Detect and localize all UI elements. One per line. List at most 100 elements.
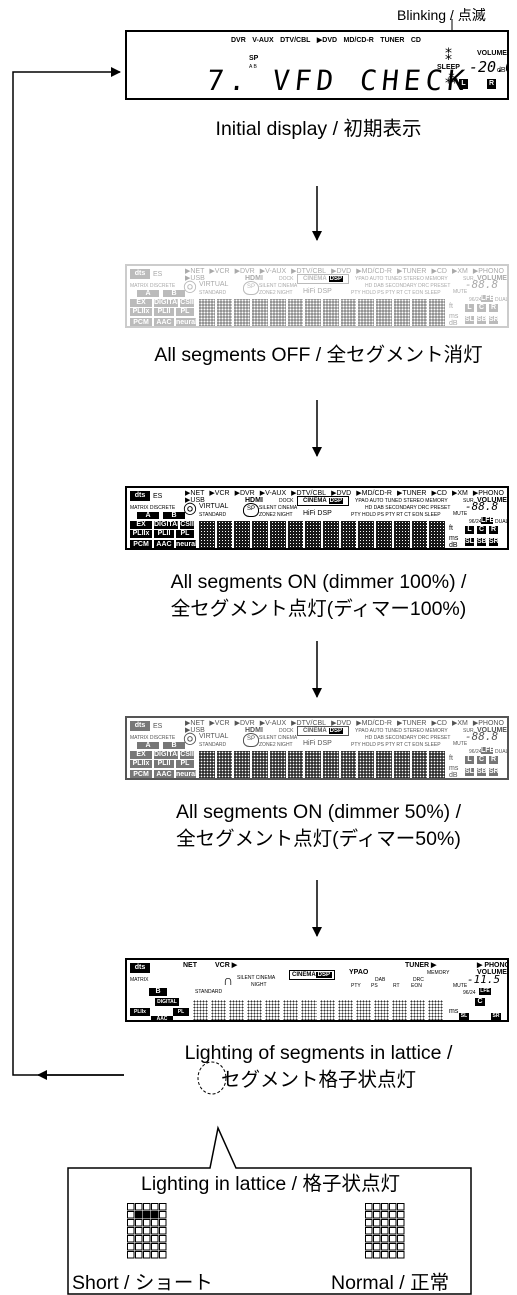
- off-mute-label: MUTE: [453, 289, 468, 295]
- lattice-dot: [397, 1243, 405, 1251]
- on50-char-cells: [199, 751, 446, 778]
- lattice-dot: [127, 1203, 135, 1211]
- lattice-dot: [397, 1211, 405, 1219]
- on100-char-cell: [323, 521, 339, 548]
- lattice-tuner: TUNER ▶: [405, 962, 437, 969]
- lattice-dot: [143, 1235, 151, 1243]
- lattice-dot: [151, 1211, 159, 1219]
- on100-hd-line: HD DAB SECONDARY DRC PRESET: [365, 505, 451, 511]
- lattice-dot: [159, 1227, 167, 1235]
- on100-db-label: dB: [449, 542, 458, 549]
- off-char-cell: [429, 299, 446, 326]
- lattice-dot: [373, 1251, 381, 1259]
- off-db-label: dB: [449, 320, 458, 327]
- on50-char-cell: [216, 751, 233, 778]
- on50-char-cell: [393, 751, 410, 778]
- on100-char-cell: [393, 521, 410, 548]
- on50-char-cell: [305, 751, 322, 778]
- on50-standard-label: STANDARD: [199, 742, 227, 748]
- lattice-phono: ▶ PHONO: [477, 962, 509, 969]
- lattice-dot: [365, 1251, 373, 1259]
- lattice-sr: SR: [491, 1013, 501, 1020]
- on100-l-badge: L: [465, 526, 474, 534]
- lattice-dot: [159, 1203, 167, 1211]
- on100-dts-logo: dts: [130, 491, 150, 501]
- off-silent-label: SILENT CINEMA: [259, 283, 298, 289]
- on50-pliix-badge: PLIIx: [130, 760, 152, 768]
- lattice-dab: DAB: [375, 977, 386, 983]
- on50-silent-label: SILENT CINEMA: [259, 735, 298, 741]
- off-c-badge: C: [477, 304, 486, 312]
- lattice-mute: MUTE: [453, 983, 468, 989]
- on100-ft-label: ft: [449, 525, 453, 532]
- all-on-50-caption-line1: All segments ON (dimmer 50%) /: [176, 801, 461, 823]
- on50-es-label: ES: [153, 723, 163, 730]
- on50-sp-icon: SP: [243, 733, 259, 747]
- on50-a-badge: A: [137, 742, 159, 749]
- normal-lattice-grid: [365, 1203, 405, 1259]
- on50-usb-label: ▶USB: [185, 727, 205, 734]
- on100-vol-value: -88.8: [465, 500, 499, 513]
- sleep-spark-icon: ⁂: [445, 71, 458, 86]
- off-char-cell: [216, 299, 233, 326]
- on50-dts-logo: dts: [130, 721, 150, 731]
- lattice-dot: [151, 1227, 159, 1235]
- lattice-dot: [135, 1219, 143, 1227]
- on50-row1: ▶NET▶VCR▶DVR▶V-AUX▶DTV/CBL▶DVD▶MD/CD-R▶T…: [185, 720, 504, 727]
- on100-mute-label: MUTE: [453, 511, 468, 517]
- all-on-100-caption-line2: 全セグメント点灯(ディマー100%): [170, 598, 467, 620]
- lattice-dot: [381, 1219, 389, 1227]
- lattice-ratio: 96/24: [463, 990, 476, 996]
- lattice-dot: [381, 1235, 389, 1243]
- lattice-dot: [389, 1219, 397, 1227]
- on100-hdmi-label: HDMI: [245, 497, 263, 504]
- on50-db-label: dB: [449, 772, 458, 779]
- lattice-dot: [389, 1235, 397, 1243]
- on100-pl-badge: PL: [176, 530, 194, 538]
- on100-row1: ▶NET▶VCR▶DVR▶V-AUX▶DTV/CBL▶DVD▶MD/CD-R▶T…: [185, 490, 504, 497]
- off-neural-badge: neural: [176, 318, 198, 326]
- lattice-plii: PL: [173, 1008, 189, 1016]
- lattice-dot: [143, 1227, 151, 1235]
- l-badge: L: [459, 79, 468, 89]
- on100-usb-label: ▶USB: [185, 497, 205, 504]
- on50-virtual-label: VIRTUAL: [199, 733, 229, 740]
- on100-es-label: ES: [153, 493, 163, 500]
- short-label: Short / ショート: [72, 1272, 213, 1294]
- on100-dock-label: DOCK: [279, 498, 294, 504]
- normal-label: Normal / 正常: [331, 1272, 450, 1294]
- lattice-dot: [127, 1211, 135, 1219]
- off-vol-value: -88.8: [465, 278, 499, 291]
- on50-pl-badge: PL: [176, 760, 194, 768]
- lattice-ypao: YPAO: [349, 969, 369, 976]
- on50-csii-badge: CSII: [180, 751, 194, 759]
- lattice-char-cell: [373, 1000, 389, 1020]
- lattice-lfe: LFE: [479, 988, 491, 995]
- off-char-cells: [199, 299, 446, 326]
- off-b-badge: B: [163, 290, 185, 297]
- off-ex-badge: EX: [130, 299, 152, 307]
- off-csii-badge: CSII: [180, 299, 194, 307]
- lattice-aac: AAC: [151, 1016, 173, 1020]
- lattice-dot: [159, 1235, 167, 1243]
- on100-sr-badge: SR: [489, 538, 499, 546]
- lattice-dot: [135, 1203, 143, 1211]
- sp-label: SP: [249, 55, 259, 62]
- off-virtual-label: VIRTUAL: [199, 281, 229, 288]
- off-ms-label: ms: [449, 313, 459, 320]
- on100-csii-badge: CSII: [180, 521, 194, 529]
- lattice-char-cell: [355, 1000, 371, 1020]
- on100-sl-badge: SL: [465, 538, 474, 546]
- on50-zone2-label: ZONE2 NIGHT: [259, 742, 293, 748]
- lattice-dot: [397, 1235, 405, 1243]
- lattice-char-cell: [211, 1000, 227, 1020]
- lattice-dot: [389, 1243, 397, 1251]
- on100-dsp-box: DSP: [328, 498, 343, 504]
- on50-l-badge: L: [465, 756, 474, 764]
- lattice-box-title: Lighting in lattice / 格子状点灯: [140, 1173, 400, 1195]
- on50-char-cell: [340, 751, 357, 778]
